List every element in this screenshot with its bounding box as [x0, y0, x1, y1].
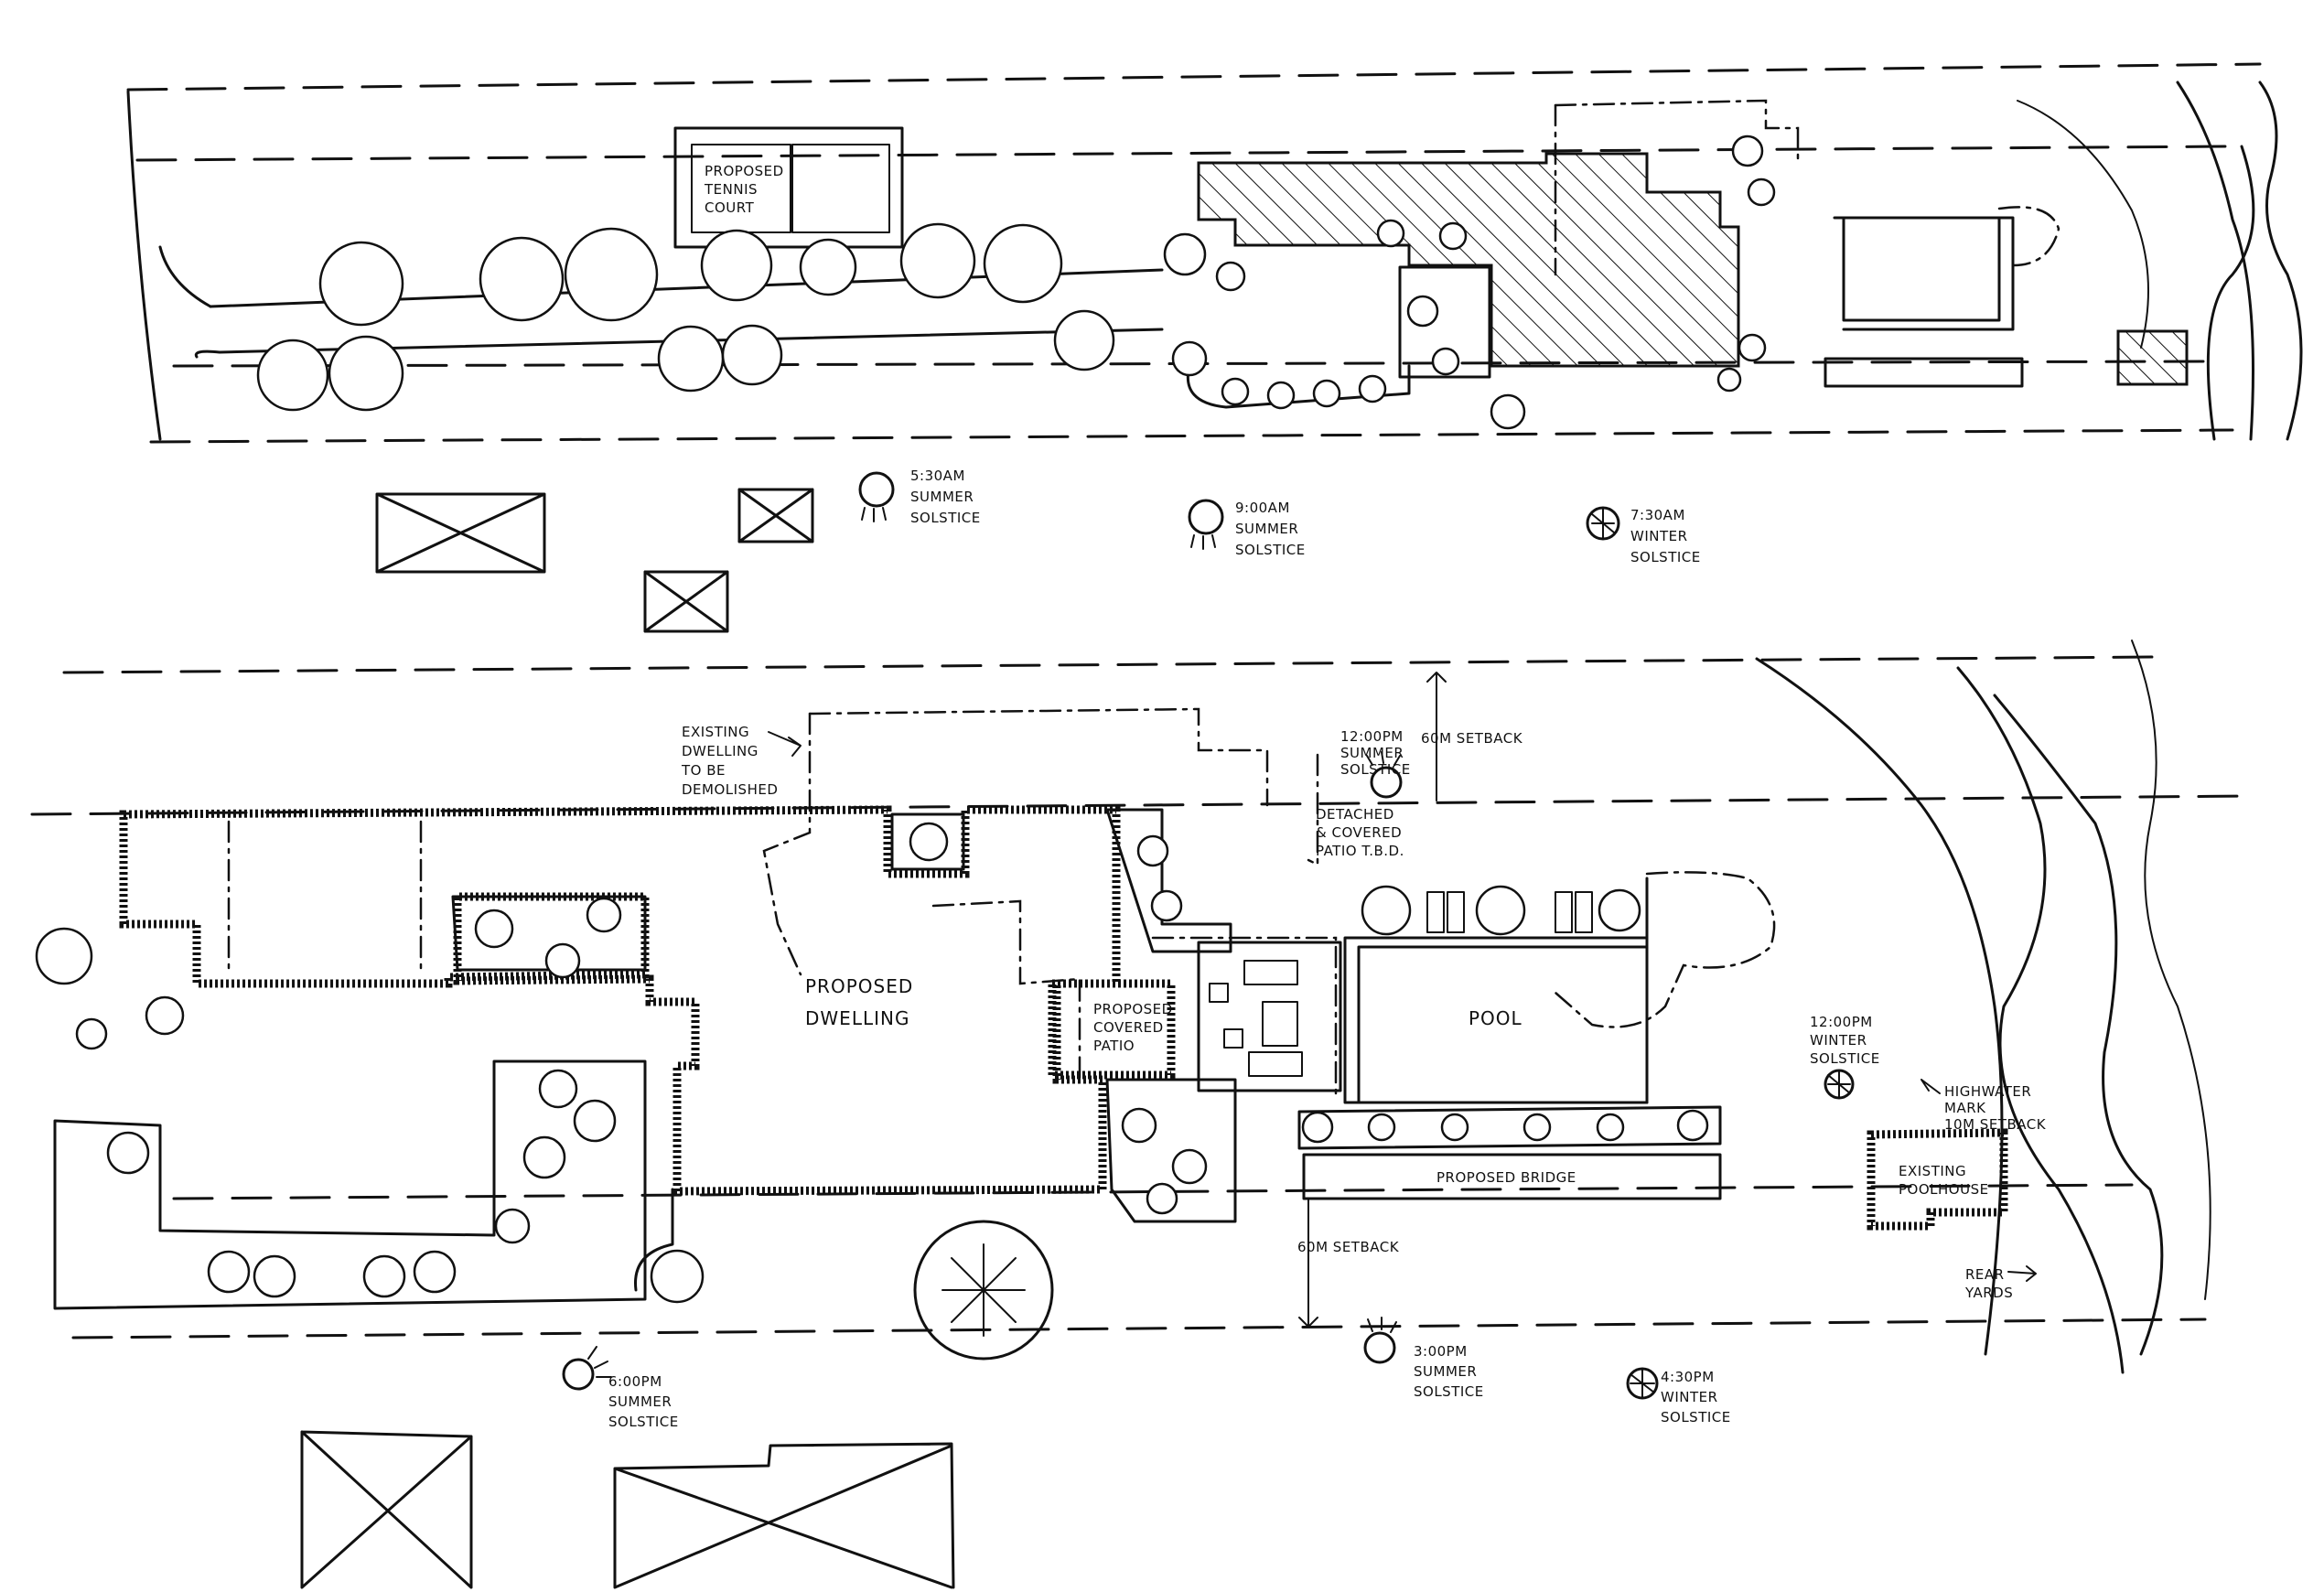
setback-line-top	[135, 145, 2234, 162]
shrubs-top-cluster	[1171, 134, 1776, 430]
entry-tree	[650, 1249, 705, 1304]
existing-shed	[2116, 329, 2189, 386]
patio-sofa-top	[1243, 960, 1298, 985]
property-line-top-b	[62, 655, 2161, 674]
existing-dwelling-arrow	[768, 731, 802, 757]
x-box-2	[737, 488, 814, 543]
property-line-bottom-b	[71, 1318, 2207, 1339]
setback-dimension-bottom	[1298, 1198, 1318, 1328]
x-box-4	[300, 1430, 473, 1589]
lot-edge-left	[126, 90, 162, 441]
patio-chair-1	[1209, 983, 1229, 1003]
shoreline-bottom-1	[1755, 657, 2004, 1356]
detached-patio-label: DETACHED & COVERED PATIO T.B.D.	[1316, 806, 1406, 859]
setback-line-top-b	[30, 794, 2253, 816]
courtyard-tree	[909, 822, 949, 862]
shoreline-bottom-2	[1956, 666, 2125, 1374]
existing-deck-outline	[1554, 99, 1800, 165]
existing-pool-top	[1842, 216, 2001, 322]
setback-dimension-top	[1426, 672, 1447, 801]
courtyard-planter	[890, 812, 965, 871]
shoreline-top-2	[2258, 81, 2303, 441]
pool	[1357, 945, 1649, 1104]
property-line-bottom	[149, 428, 2234, 444]
existing-dwelling-outline-4	[1307, 753, 1319, 867]
setback-line-bottom-b	[172, 1183, 2134, 1200]
proposed-dwelling-label: PROPOSED DWELLING	[805, 975, 920, 1029]
shoreline-top-1	[2176, 81, 2254, 441]
shoreline-bottom-4	[2131, 640, 2211, 1300]
proposed-bridge	[1302, 1153, 1722, 1200]
proposed-bridge-label: PROPOSED BRIDGE	[1436, 1169, 1576, 1186]
entry-path	[634, 1188, 674, 1292]
large-tree-branches	[941, 1243, 1026, 1337]
pool-planter	[1297, 1105, 1722, 1150]
pool-loungers	[1361, 885, 1641, 936]
covered-patio	[1048, 979, 1176, 1080]
shoreline-bottom-3	[1993, 694, 2164, 1356]
garden-bed-top	[1398, 265, 1491, 379]
existing-dwelling-label: EXISTING DWELLING TO BE DEMOLISHED	[681, 724, 778, 798]
patio-slab	[1197, 941, 1342, 1092]
existing-dwelling-outline	[808, 707, 1269, 807]
lawn-curve	[1554, 871, 1776, 1028]
existing-house	[1197, 152, 1740, 368]
existing-dwelling-outline-3	[931, 899, 1081, 1081]
existing-poolhouse-label: EXISTING POOLHOUSE	[1899, 1163, 1989, 1198]
pool-label: POOL	[1469, 1007, 1522, 1029]
large-tree	[913, 1220, 1054, 1361]
existing-site-plan: PROPOSED TENNIS COURT	[126, 62, 2303, 633]
highwater-arrow	[1921, 1079, 1941, 1094]
x-box-3	[643, 570, 729, 633]
proposed-site-plan: PROPOSED DWELLING EXISTING DWELLING TO B…	[30, 640, 2253, 1589]
x-box-1	[375, 492, 546, 574]
x-box-5	[613, 1442, 955, 1589]
patio-sofa-bottom	[1248, 1051, 1303, 1077]
driveway-edge-2	[194, 328, 1164, 359]
patio-outline	[1151, 936, 1338, 1100]
setback-bottom-label: 60M SETBACK	[1297, 1239, 1400, 1255]
existing-deck-strip	[1824, 357, 2024, 388]
highwater-label: HIGHWATER MARK 10M SETBACK	[1944, 1083, 2047, 1133]
tennis-court	[673, 126, 904, 249]
pool-planter-shrubs	[1301, 1109, 1709, 1144]
existing-lawn-curve	[1997, 206, 2060, 267]
existing-pool-coping	[1833, 216, 2015, 331]
shoreline-top-3	[2206, 145, 2255, 441]
rear-yard-label: REAR YARDS	[1964, 1266, 2013, 1301]
setback-top-label: 60M SETBACK	[1421, 730, 1523, 747]
patio-table	[1262, 1001, 1298, 1047]
property-line-top	[126, 62, 2262, 91]
proposed-dwelling-outline	[119, 805, 1121, 1196]
covered-patio-label: PROPOSED COVERED PATIO	[1093, 1001, 1178, 1054]
tree-row-top	[256, 222, 1246, 412]
tennis-court-label: PROPOSED TENNIS COURT	[704, 163, 789, 216]
lot-edge-curve	[158, 245, 212, 308]
patio-chair-2	[1223, 1028, 1243, 1049]
tennis-court-half-2	[791, 144, 890, 233]
existing-dwelling-outline-2	[762, 712, 812, 976]
planting-beds	[35, 808, 1237, 1310]
rear-yard-arrow	[2007, 1265, 2037, 1282]
existing-poolhouse	[1867, 1128, 2008, 1231]
shoreline-top-4	[2017, 100, 2149, 349]
